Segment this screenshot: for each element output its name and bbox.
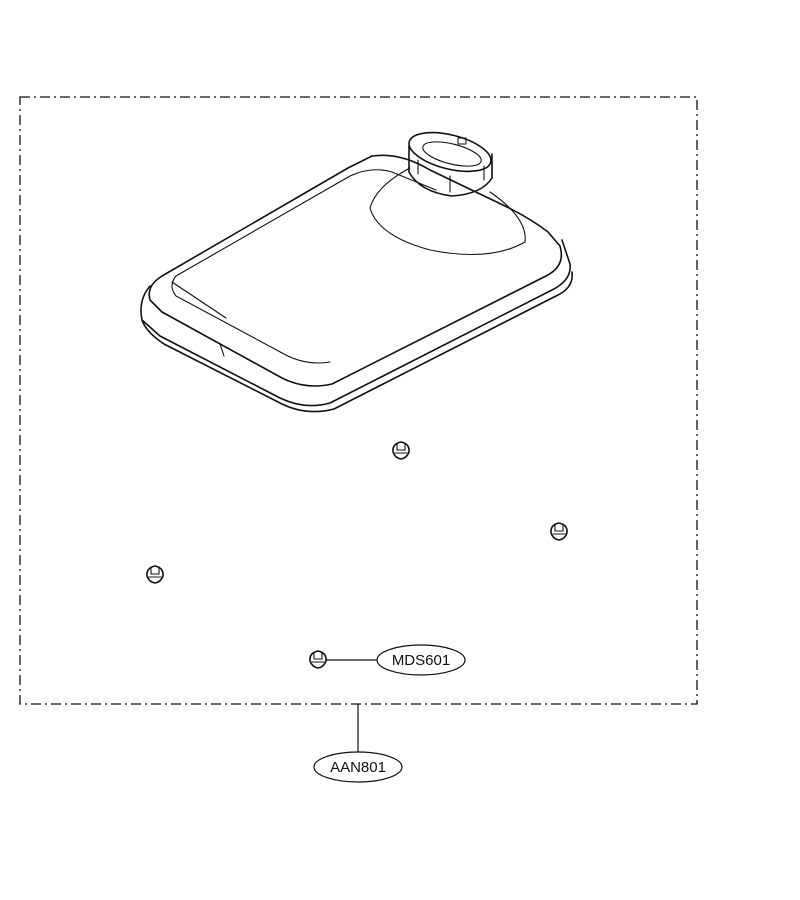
base-bottom-lip bbox=[141, 271, 573, 413]
base-front-divider bbox=[171, 281, 227, 357]
callout-screw: MDS601 bbox=[376, 644, 466, 676]
base-outer-edge bbox=[140, 239, 571, 407]
neck-column bbox=[408, 145, 493, 197]
screw-left bbox=[146, 565, 164, 584]
neck-opening-outer bbox=[408, 131, 492, 173]
callout-assembly-label: AAN801 bbox=[330, 759, 386, 776]
neck-opening-inner bbox=[422, 141, 482, 167]
screw-right bbox=[550, 522, 568, 541]
neck-notch bbox=[457, 137, 467, 145]
base-top-surface bbox=[148, 154, 563, 387]
neck-rib bbox=[417, 159, 485, 193]
screw-top bbox=[392, 441, 410, 460]
assembly-boundary bbox=[19, 96, 698, 705]
stand-base bbox=[140, 131, 573, 413]
callout-assembly: AAN801 bbox=[313, 751, 403, 783]
base-inner-panel bbox=[171, 169, 437, 364]
screw-bottom bbox=[309, 650, 327, 669]
callout-screw-label: MDS601 bbox=[392, 652, 450, 669]
neck-cone bbox=[369, 167, 526, 256]
